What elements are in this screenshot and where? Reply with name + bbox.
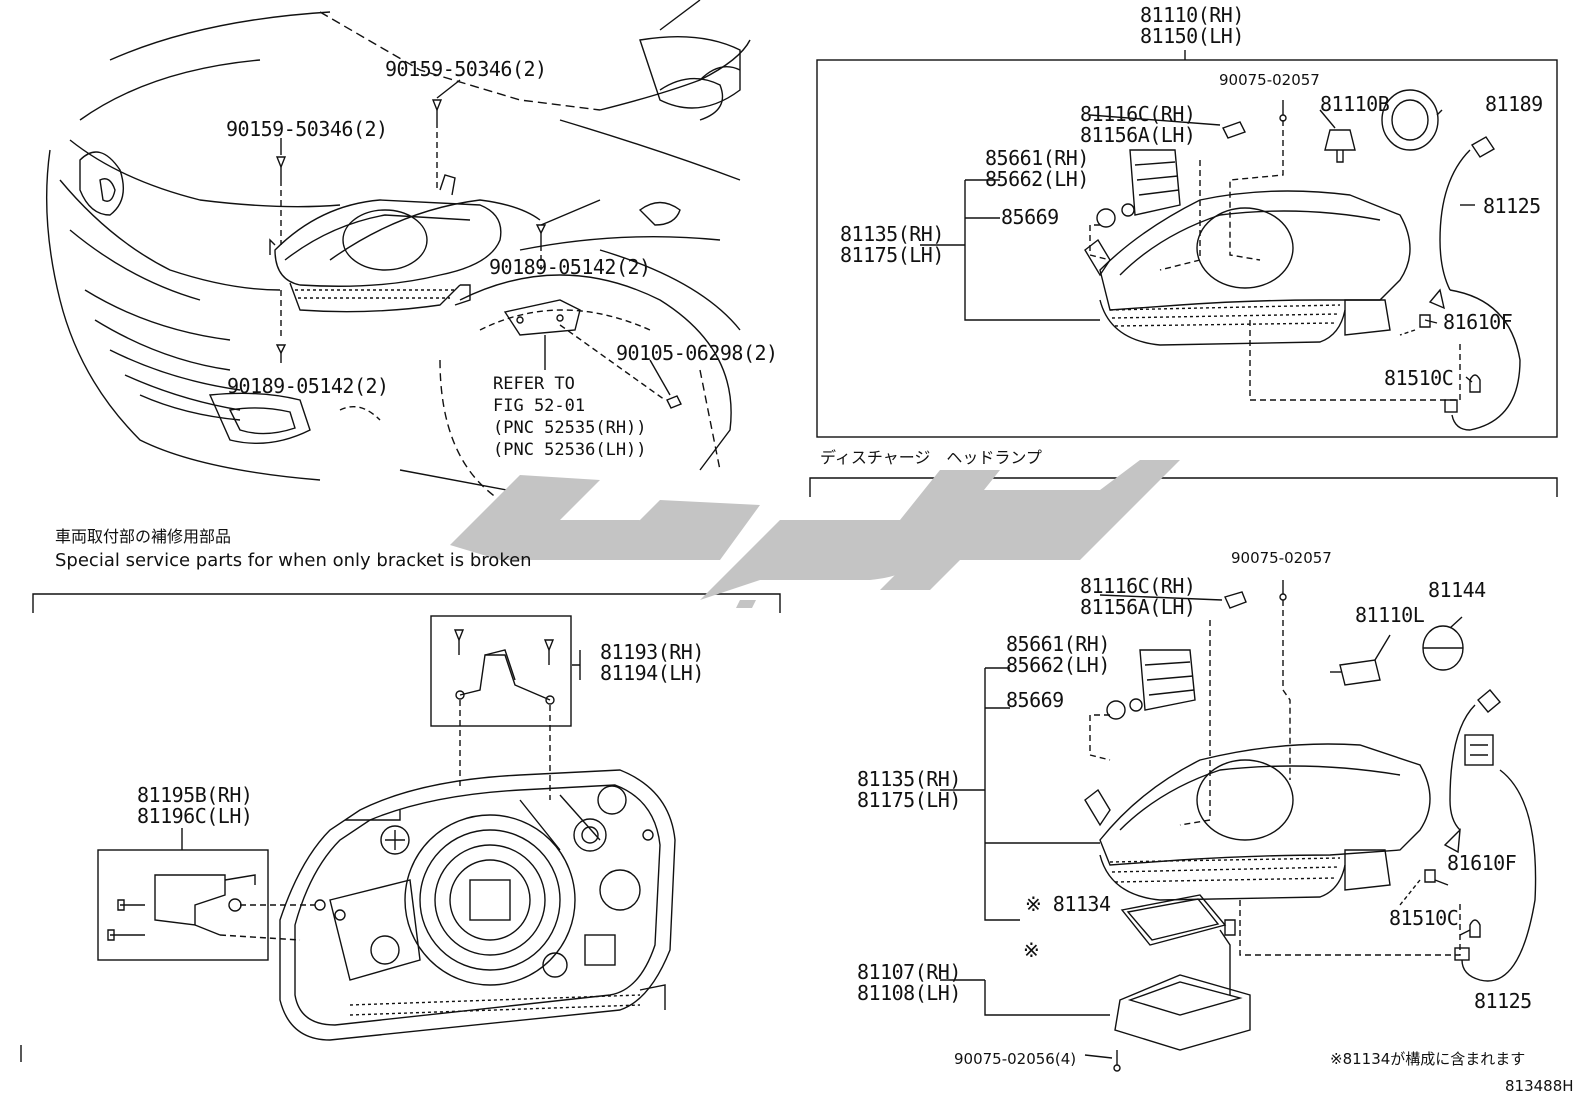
label-screw-90075-02056: 90075-02056(4) <box>954 1050 1077 1068</box>
label-clip-90189-bottom: 90189-05142(2) <box>227 374 389 398</box>
label-oring-85669-discharge: 85669 <box>1006 688 1064 712</box>
upper-bracket-kit-frame <box>430 615 572 727</box>
lower-bracket-kit-frame <box>97 849 269 961</box>
label-cap-81189: 81189 <box>1485 92 1543 116</box>
label-bracket-81196c-lh: 81196C(LH) <box>137 804 253 828</box>
label-assy-81150-lh: 81150(LH) <box>1140 24 1244 48</box>
label-housing-81175-discharge: 81175(LH) <box>857 788 961 812</box>
label-gasket-81134: ※ 81134 <box>1025 892 1111 916</box>
label-adjuster-81156a-halogen: 81156A(LH) <box>1080 123 1196 147</box>
label-bracket-81193-rh: 81193(RH) <box>600 640 704 664</box>
refer-to-line4: (PNC 52536(LH)) <box>493 440 647 460</box>
halogen-headlamp-drawing <box>920 89 1521 431</box>
label-ballast-81107-rh: 81107(RH) <box>857 960 961 984</box>
refer-to-line1: REFER TO <box>493 374 575 394</box>
label-screw-90159-left: 90159-50346(2) <box>226 117 388 141</box>
label-bracket-81195b-rh: 81195B(RH) <box>137 783 253 807</box>
headlamp-rear-view-drawing <box>279 769 676 1041</box>
refer-to-line3: (PNC 52535(RH)) <box>493 418 647 438</box>
label-screw-90075-discharge: 90075-02057 <box>1231 549 1332 567</box>
label-cap-81144: 81144 <box>1428 578 1486 602</box>
label-motor-85661-halogen: 85661(RH) <box>985 146 1089 170</box>
label-motor-85662-halogen: 85662(LH) <box>985 167 1089 191</box>
bracket-repair-header-en: Special service parts for when only brac… <box>55 550 532 571</box>
label-adjuster-81116c-halogen: 81116C(RH) <box>1080 102 1196 126</box>
label-bulb-81510c-halogen: 81510C <box>1384 366 1454 390</box>
label-housing-81135-halogen: 81135(RH) <box>840 222 944 246</box>
label-bulb-81110l: 81110L <box>1355 603 1425 627</box>
label-motor-85661-discharge: 85661(RH) <box>1006 632 1110 656</box>
label-clip-90189-right: 90189-05142(2) <box>489 255 651 279</box>
upper-bracket-drawing <box>453 629 555 800</box>
label-bulb-81510c-discharge: 81510C <box>1389 906 1459 930</box>
lower-bracket-drawing <box>107 874 315 941</box>
label-harness-81125-discharge: 81125 <box>1474 989 1532 1013</box>
label-ballast-note-mark: ※ <box>1023 938 1040 962</box>
halogen-assembly-frame <box>816 59 1558 438</box>
label-oring-85669-halogen: 85669 <box>1001 205 1059 229</box>
label-bulb-81110b: 81110B <box>1320 92 1390 116</box>
discharge-headlamp-header: ディスチャージ ヘッドランプ <box>820 448 1042 467</box>
diagram-id: 813488H <box>1505 1077 1574 1095</box>
label-socket-81610f-halogen: 81610F <box>1443 310 1513 334</box>
label-motor-85662-discharge: 85662(LH) <box>1006 653 1110 677</box>
label-housing-81175-halogen: 81175(LH) <box>840 243 944 267</box>
label-adjuster-81116c-discharge: 81116C(RH) <box>1080 574 1196 598</box>
discharge-headlamp-drawing <box>940 580 1537 1072</box>
bracket-repair-header-jp: 車両取付部の補修用部品 <box>55 527 232 546</box>
label-socket-81610f-discharge: 81610F <box>1447 851 1517 875</box>
vehicle-front-view <box>45 0 751 501</box>
label-ballast-81108-lh: 81108(LH) <box>857 981 961 1005</box>
label-screw-90075-halogen: 90075-02057 <box>1219 71 1320 89</box>
label-assy-81110-rh: 81110(RH) <box>1140 3 1244 27</box>
watermark-logo <box>450 460 1180 608</box>
label-harness-81125-halogen: 81125 <box>1483 194 1541 218</box>
footnote-81134-included: ※81134が構成に含まれます <box>1330 1050 1526 1068</box>
label-bracket-81194-lh: 81194(LH) <box>600 661 704 685</box>
label-housing-81135-discharge: 81135(RH) <box>857 767 961 791</box>
label-bolt-90105: 90105-06298(2) <box>616 341 778 365</box>
refer-to-line2: FIG 52-01 <box>493 396 586 416</box>
label-adjuster-81156a-discharge: 81156A(LH) <box>1080 595 1196 619</box>
label-screw-90159-top: 90159-50346(2) <box>385 57 547 81</box>
